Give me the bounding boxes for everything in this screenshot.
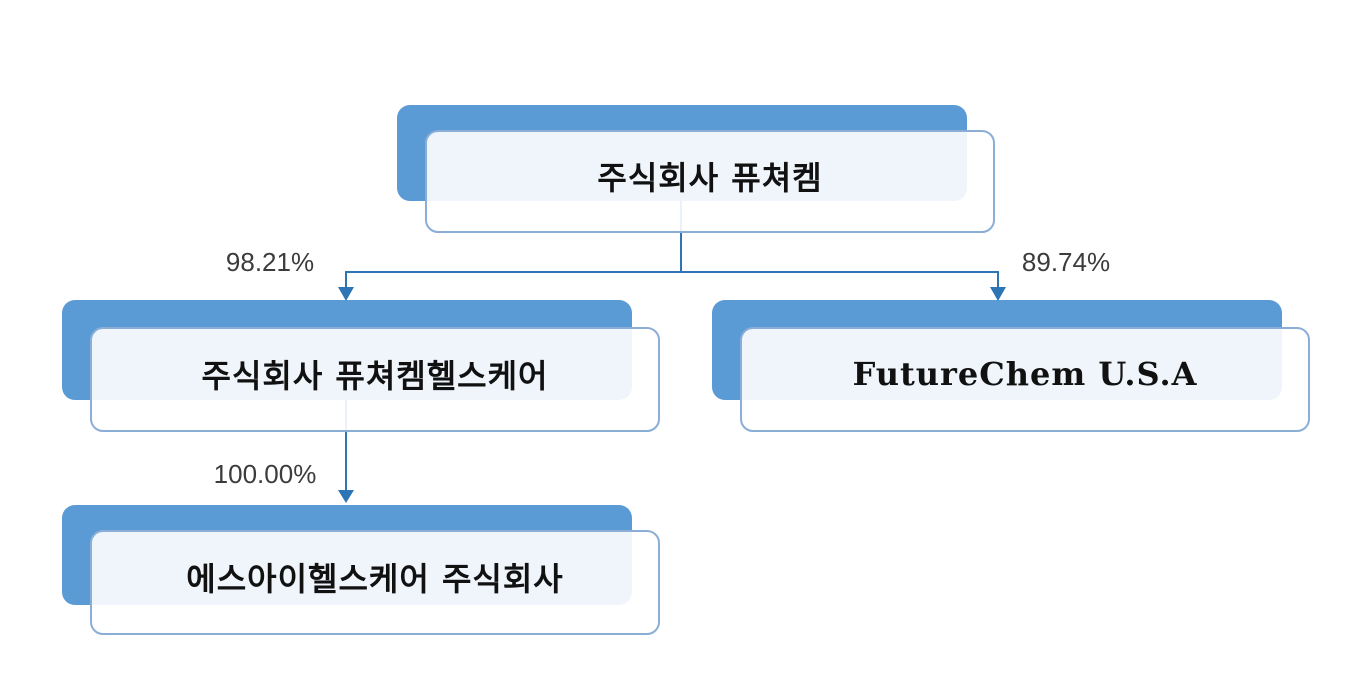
node-futurechem-box: 주식회사 퓨쳐켐 bbox=[425, 130, 995, 233]
node-futurechem: 주식회사 퓨쳐켐 bbox=[397, 105, 995, 233]
node-futurechem-usa-label: FutureChem U.S.A bbox=[852, 354, 1198, 393]
node-si-healthcare: 에스아이헬스케어 주식회사 bbox=[62, 505, 660, 635]
node-futurechem-label: 주식회사 퓨쳐켐 bbox=[597, 158, 823, 197]
node-futurechem-usa: FutureChem U.S.A bbox=[712, 300, 1310, 432]
arrowhead-left-icon bbox=[338, 287, 354, 301]
arrowhead-right-icon bbox=[990, 287, 1006, 301]
node-si-healthcare-label: 에스아이헬스케어 주식회사 bbox=[186, 559, 564, 598]
node-si-healthcare-box: 에스아이헬스케어 주식회사 bbox=[90, 530, 660, 635]
arrowhead-bottom-icon bbox=[338, 490, 354, 503]
node-futurechem-healthcare-box: 주식회사 퓨쳐켐헬스케어 bbox=[90, 327, 660, 432]
connector-branch-horizontal bbox=[345, 271, 999, 288]
node-futurechem-healthcare: 주식회사 퓨쳐켐헬스케어 bbox=[62, 300, 660, 432]
node-futurechem-usa-box: FutureChem U.S.A bbox=[740, 327, 1310, 432]
ownership-label-usa: 89.74% bbox=[1021, 247, 1111, 277]
ownership-label-si-healthcare: 100.00% bbox=[213, 459, 317, 489]
ownership-label-healthcare: 98.21% bbox=[225, 247, 315, 277]
node-futurechem-healthcare-label: 주식회사 퓨쳐켐헬스케어 bbox=[201, 356, 549, 395]
